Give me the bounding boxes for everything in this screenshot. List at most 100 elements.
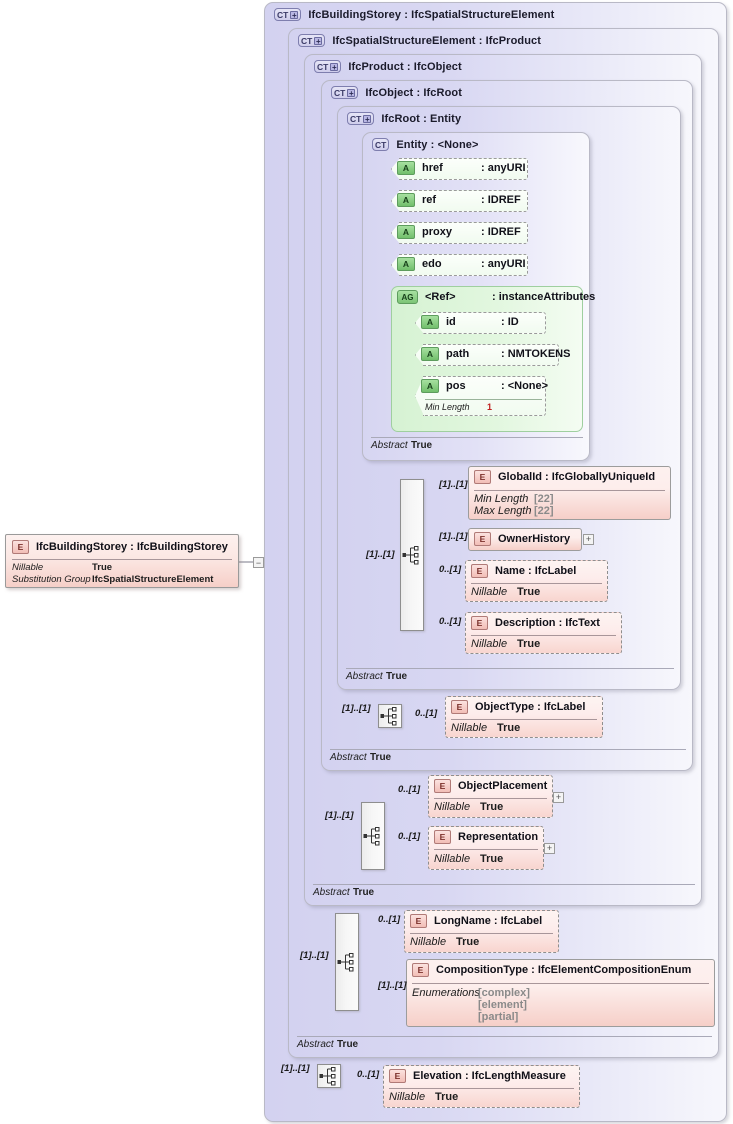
element-elevation[interactable]: E Elevation : IfcLengthMeasure Nillable … xyxy=(383,1065,580,1108)
sequence-ifcbuildingstorey[interactable] xyxy=(317,1064,341,1088)
attribute-pos[interactable]: A pos : <None> Min Length 1 xyxy=(415,376,549,416)
attribute-icon: A xyxy=(397,193,415,207)
attribute-type: : ID xyxy=(501,316,519,328)
root-element-box[interactable]: E IfcBuildingStorey : IfcBuildingStorey … xyxy=(5,534,239,588)
element-name[interactable]: E Name : IfcLabel Nillable True xyxy=(465,560,608,602)
attribute-path[interactable]: A path : NMTOKENS xyxy=(415,344,570,366)
sequence-ifcroot[interactable] xyxy=(400,479,424,631)
element-icon: E xyxy=(389,1069,406,1083)
element-objecttype[interactable]: E ObjectType : IfcLabel Nillable True xyxy=(445,696,603,738)
element-cardinality: [1]..[1] xyxy=(378,980,407,991)
attribute-href[interactable]: A href : anyURI xyxy=(391,158,528,180)
sequence-cardinality: [1]..[1] xyxy=(281,1063,310,1074)
container-header: CT+ IfcProduct : IfcObject xyxy=(314,60,462,73)
facet-value: [element] xyxy=(478,999,527,1011)
attribute-name: href xyxy=(422,162,443,174)
collapse-toggle[interactable]: − xyxy=(253,557,264,568)
element-cardinality: 0..[1] xyxy=(439,616,462,627)
sequence-icon xyxy=(363,827,380,846)
element-objectplacement[interactable]: E ObjectPlacement Nillable True xyxy=(428,775,553,818)
element-representation[interactable]: E Representation Nillable True xyxy=(428,826,544,870)
facet-value: True xyxy=(435,1091,459,1103)
abstract-label: Abstract True xyxy=(322,749,686,765)
expand-toggle[interactable]: + xyxy=(544,843,555,854)
element-icon: E xyxy=(474,470,491,484)
element-globalid[interactable]: E GlobalId : IfcGloballyUniqueId Min Len… xyxy=(468,466,671,520)
element-title: GlobalId : IfcGloballyUniqueId xyxy=(498,471,656,483)
attribute-type: : anyURI xyxy=(481,162,526,174)
container-header: CT+ IfcObject : IfcRoot xyxy=(331,86,462,99)
sequence-ifcobject[interactable] xyxy=(378,704,402,728)
facet-key: Max Length xyxy=(474,505,532,517)
facet-value: [22] xyxy=(534,493,554,505)
attribute-id[interactable]: A id : ID xyxy=(415,312,546,334)
element-icon: E xyxy=(12,540,29,554)
container-header: CT+ IfcSpatialStructureElement : IfcProd… xyxy=(298,34,541,47)
attribute-name: id xyxy=(446,316,456,328)
element-title: LongName : IfcLabel xyxy=(434,915,543,927)
attribute-group-name: <Ref> xyxy=(425,291,456,303)
abstract-label: Abstract True xyxy=(305,884,695,900)
sequence-cardinality: [1]..[1] xyxy=(300,950,329,961)
facet-key: Nillable xyxy=(389,1091,426,1103)
element-title: Name : IfcLabel xyxy=(495,565,577,577)
attribute-ref[interactable]: A ref : IDREF xyxy=(391,190,528,212)
attribute-edo[interactable]: A edo : anyURI xyxy=(391,254,528,276)
element-title: ObjectPlacement xyxy=(458,780,548,792)
element-cardinality: 0..[1] xyxy=(398,784,421,795)
sequence-icon xyxy=(380,707,397,726)
facet-key: Nillable xyxy=(12,562,44,573)
facet-key: Enumerations xyxy=(412,987,480,999)
facet-key: Nillable xyxy=(471,638,508,650)
facet-key: Substitution Group xyxy=(12,574,91,585)
complextype-icon: CT+ xyxy=(347,112,375,125)
sequence-icon xyxy=(319,1067,336,1086)
facet-value: [complex] xyxy=(478,987,530,999)
attribute-group-type: : instanceAttributes xyxy=(492,291,596,303)
attribute-name: ref xyxy=(422,194,437,206)
facet-key: Nillable xyxy=(471,586,508,598)
attribute-group-ref[interactable]: AG <Ref> : instanceAttributes A id : ID … xyxy=(391,286,595,432)
expand-toggle[interactable]: + xyxy=(553,792,564,803)
complextype-icon: CT+ xyxy=(298,34,326,47)
complextype-icon: CT+ xyxy=(274,8,302,21)
attribute-group-icon: AG xyxy=(397,290,418,304)
facet-key: Min Length xyxy=(474,493,529,505)
attribute-type: : <None> xyxy=(501,380,549,392)
attribute-icon: A xyxy=(421,315,439,329)
facet-value: True xyxy=(92,562,113,573)
element-icon: E xyxy=(474,532,491,546)
facet-value: True xyxy=(517,586,541,598)
element-title: Representation xyxy=(458,831,539,843)
element-compositiontype[interactable]: E CompositionType : IfcElementCompositio… xyxy=(406,959,715,1027)
container-header: CT Entity : <None> xyxy=(372,138,479,151)
attribute-type: : anyURI xyxy=(481,258,526,270)
sequence-cardinality: [1]..[1] xyxy=(325,810,354,821)
sequence-ifcspatialstructureelement[interactable] xyxy=(335,913,359,1011)
attribute-type: : IDREF xyxy=(481,226,521,238)
element-ownerhistory[interactable]: E OwnerHistory xyxy=(468,528,582,551)
attribute-name: edo xyxy=(422,258,442,270)
container-header: CT+ IfcRoot : Entity xyxy=(347,112,461,125)
complextype-icon: CT xyxy=(372,138,390,151)
attribute-type: : NMTOKENS xyxy=(501,348,571,360)
facet-value: True xyxy=(517,638,541,650)
element-icon: E xyxy=(434,779,451,793)
element-icon: E xyxy=(471,564,488,578)
element-icon: E xyxy=(410,914,427,928)
sequence-cardinality: [1]..[1] xyxy=(366,549,395,560)
element-description[interactable]: E Description : IfcText Nillable True xyxy=(465,612,622,654)
abstract-label: Abstract True xyxy=(289,1036,712,1052)
element-cardinality: 0..[1] xyxy=(439,564,462,575)
expand-toggle[interactable]: + xyxy=(583,534,594,545)
facet-value: True xyxy=(480,801,504,813)
attribute-name: proxy xyxy=(422,226,452,238)
attribute-proxy[interactable]: A proxy : IDREF xyxy=(391,222,528,244)
attribute-name: pos xyxy=(446,380,466,392)
element-cardinality: 0..[1] xyxy=(398,831,421,842)
complextype-icon: CT+ xyxy=(314,60,342,73)
sequence-ifcproduct[interactable] xyxy=(361,802,385,870)
element-icon: E xyxy=(434,830,451,844)
element-title: ObjectType : IfcLabel xyxy=(475,701,586,713)
element-longname[interactable]: E LongName : IfcLabel Nillable True xyxy=(404,910,559,953)
